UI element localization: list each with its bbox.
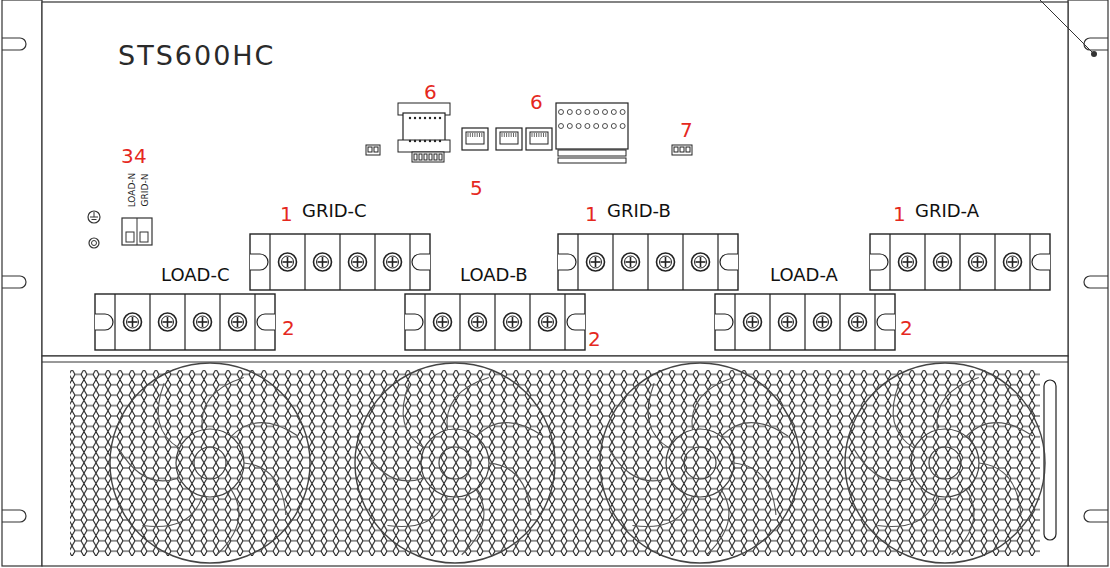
connector-part <box>558 150 626 156</box>
callout-number: 4 <box>134 146 147 166</box>
connector-part <box>398 140 450 152</box>
terminal-name: LOAD-N <box>128 173 137 208</box>
right-rack-ear <box>1068 0 1108 566</box>
connector-part <box>526 128 552 150</box>
fan <box>600 363 800 563</box>
terminal-block <box>715 294 895 350</box>
callout-number: 2 <box>588 329 601 349</box>
terminal-name: LOAD-C <box>161 266 229 284</box>
terminal-name: LOAD-A <box>770 266 838 284</box>
terminal-block <box>95 294 275 350</box>
terminal-block <box>405 294 585 350</box>
callout-number: 3 <box>121 146 134 166</box>
fan <box>110 363 310 563</box>
connector-part <box>414 154 417 160</box>
terminal-block <box>870 234 1050 290</box>
terminal-block <box>558 234 738 290</box>
terminal-name: GRID-A <box>915 202 979 220</box>
fan <box>845 363 1045 563</box>
upper-panel <box>42 2 1068 356</box>
connector-part <box>434 154 437 160</box>
connector-part <box>530 132 548 144</box>
connector-part <box>462 128 488 150</box>
callout-number: 6 <box>530 92 543 112</box>
connector-part <box>672 145 692 155</box>
connector-part <box>419 154 422 160</box>
connector-part <box>558 158 626 163</box>
callout-number: 6 <box>424 82 437 102</box>
terminal-name: GRID-B <box>607 202 671 220</box>
callout-number: 7 <box>680 120 693 140</box>
connector-part <box>500 132 518 144</box>
handle-slot <box>1044 380 1056 540</box>
callout-number: 1 <box>280 204 293 224</box>
connector-part <box>466 132 484 144</box>
terminal-name: LOAD-B <box>460 266 528 284</box>
callout-number: 5 <box>470 178 483 198</box>
callout-number: 1 <box>893 204 906 224</box>
left-rack-ear <box>2 0 42 566</box>
connector-part <box>674 147 678 152</box>
connector-part <box>412 152 444 162</box>
callout-number: 2 <box>900 318 913 338</box>
connector-part <box>686 147 690 152</box>
ground-symbol <box>88 211 100 223</box>
fan-panel <box>42 356 1068 566</box>
connector-part <box>429 154 432 160</box>
ground-stud <box>89 238 99 248</box>
terminal-name: GRID-C <box>302 202 367 220</box>
connector-part <box>439 154 442 160</box>
connector-part <box>374 147 378 152</box>
connector-part <box>556 103 628 149</box>
model-name: STS600HC <box>118 42 275 69</box>
terminal-name: GRID-N <box>141 174 150 207</box>
terminal-block <box>250 234 430 290</box>
connector-part <box>680 147 684 152</box>
connector-part <box>368 147 372 152</box>
fan <box>355 363 555 563</box>
connector-part <box>366 145 380 155</box>
connector-part <box>424 154 427 160</box>
neutral-terminal <box>122 218 152 245</box>
callout-number: 2 <box>282 318 295 338</box>
callout-number: 1 <box>585 204 598 224</box>
connector-part <box>496 128 522 150</box>
